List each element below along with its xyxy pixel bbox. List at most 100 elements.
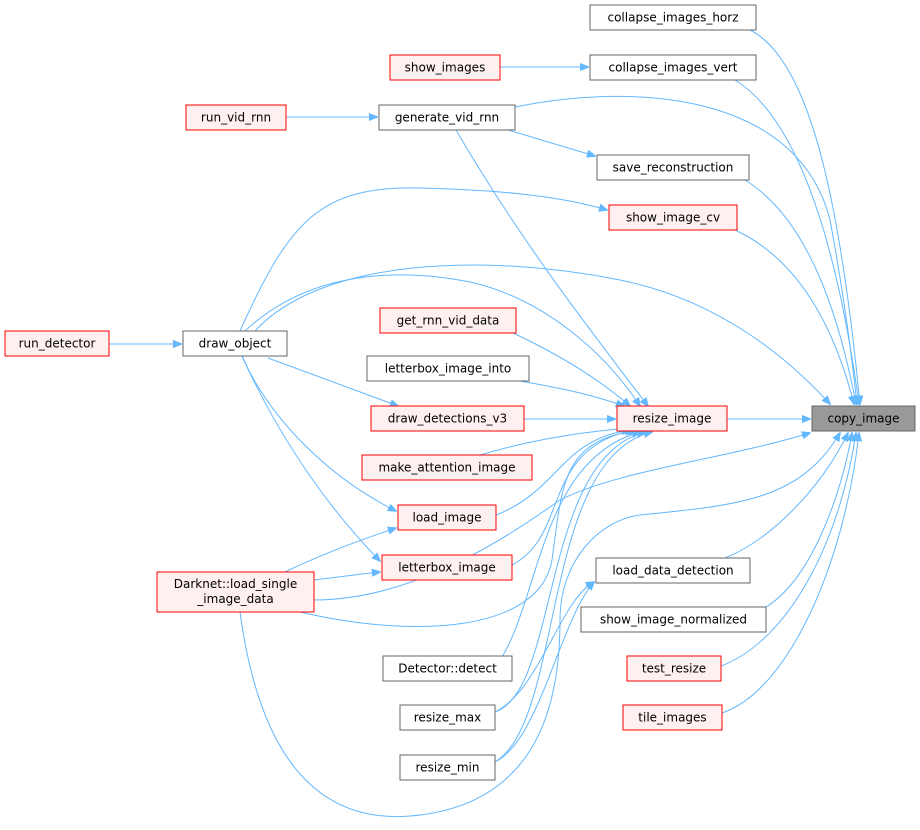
node-copy-image[interactable]: copy_image: [811, 405, 916, 432]
node-resize-max[interactable]: resize_max: [399, 704, 496, 731]
edge-draw_object-to-load_image: [241, 355, 396, 511]
edge-resize_max-to-load_data_detection: [494, 582, 594, 713]
node-label: run_vid_rnn: [201, 111, 271, 125]
node-label: collapse_images_vert: [609, 61, 738, 75]
edge-show_image_cv-to-copy_image: [734, 229, 854, 404]
edge-detector_detect-to-resize_image: [499, 432, 640, 661]
edge-draw_object-to-copy_image: [254, 264, 830, 404]
node-detector-detect[interactable]: Detector::detect: [382, 655, 513, 682]
edge-collapse_images_vert-to-copy_image: [734, 79, 859, 404]
node-darknet-load-single[interactable]: Darknet::load_single_image_data: [156, 571, 315, 613]
node-label: tile_images: [638, 711, 706, 725]
node-draw-detections-v3[interactable]: draw_detections_v3: [370, 405, 525, 432]
edge-show_image_normalized-to-copy_image: [765, 433, 852, 608]
node-letterbox-image[interactable]: letterbox_image: [381, 554, 513, 581]
node-box: [616, 405, 728, 432]
node-show-image-normalized[interactable]: show_image_normalized: [580, 606, 767, 633]
edge-darknet_load_single-to-letterbox_image: [313, 572, 380, 581]
node-label: copy_image: [827, 412, 899, 426]
node-box: [182, 330, 288, 357]
node-label: test_resize: [642, 662, 706, 676]
node-box: [397, 504, 497, 531]
node-run-vid-rnn[interactable]: run_vid_rnn: [185, 104, 287, 131]
node-label: collapse_images_horz: [607, 11, 738, 25]
node-box: [811, 405, 916, 432]
node-resize-min[interactable]: resize_min: [399, 754, 496, 781]
node-test-resize[interactable]: test_resize: [626, 655, 722, 682]
edge-tile_images-to-copy_image: [721, 433, 859, 714]
node-box: [595, 557, 751, 584]
edge-darknet_load_single-to-resize_image: [299, 431, 636, 628]
node-make-attention-image[interactable]: make_attention_image: [361, 454, 533, 481]
node-box: [185, 104, 287, 131]
node-label: generate_vid_rnn: [395, 111, 499, 125]
node-label: _image_data: [196, 592, 273, 606]
edge-resize_min-to-resize_image: [494, 432, 652, 763]
node-label: load_image: [412, 511, 481, 525]
node-box: [382, 655, 513, 682]
node-box: [580, 606, 767, 633]
node-label: show_image_cv: [626, 211, 720, 225]
edges-layer: [109, 29, 860, 817]
edge-make_attention_image-to-resize_image: [479, 428, 630, 456]
node-run-detector[interactable]: run_detector: [4, 330, 110, 357]
node-box: [399, 754, 496, 781]
node-generate-vid-rnn[interactable]: generate_vid_rnn: [378, 104, 516, 131]
edge-save_reconstruction-to-copy_image: [744, 179, 856, 404]
edge-draw_object-to-resize_image: [244, 274, 640, 406]
edge-draw_object-to-draw_detections_v3: [267, 357, 398, 406]
node-box: [596, 154, 750, 181]
node-load-data-detection[interactable]: load_data_detection: [595, 557, 751, 584]
node-label: letterbox_image_into: [385, 362, 512, 376]
edge-darknet_load_single-to-copy_image: [239, 433, 840, 817]
node-label: get_rnn_vid_data: [397, 314, 500, 328]
node-show-images[interactable]: show_images: [389, 54, 501, 81]
node-box: [378, 104, 516, 131]
node-collapse-images-horz[interactable]: collapse_images_horz: [589, 4, 757, 31]
node-collapse-images-vert[interactable]: collapse_images_vert: [589, 54, 757, 81]
node-box: [399, 704, 496, 731]
node-draw-object[interactable]: draw_object: [182, 330, 288, 357]
node-box: [379, 307, 517, 334]
edge-darknet_load_single-to-copy_image: [313, 433, 810, 601]
edge-resize_max-to-resize_image: [494, 432, 645, 713]
node-label: letterbox_image: [398, 561, 496, 575]
node-box: [381, 554, 513, 581]
node-box: [156, 571, 315, 613]
edge-draw_object-to-show_image_cv: [239, 187, 607, 332]
node-box: [361, 454, 533, 481]
node-box: [589, 4, 757, 31]
node-label: make_attention_image: [378, 461, 515, 475]
node-box: [608, 204, 738, 231]
edge-get_rnn_vid_data-to-resize_image: [512, 332, 630, 406]
node-label: show_images: [405, 61, 486, 75]
edge-load_image-to-resize_image: [495, 430, 630, 516]
node-label: Detector::detect: [398, 662, 497, 676]
edge-generate_vid_rnn-to-resize_image: [455, 129, 648, 406]
node-box: [389, 54, 501, 81]
node-show-image-cv[interactable]: show_image_cv: [608, 204, 738, 231]
node-label: save_reconstruction: [613, 161, 734, 175]
node-label: draw_object: [199, 337, 272, 351]
node-load-image[interactable]: load_image: [397, 504, 497, 531]
nodes-layer: copy_image collapse_images_horz collapse_i…: [4, 4, 916, 781]
node-box: [589, 54, 757, 81]
node-label: show_image_normalized: [600, 613, 747, 627]
node-tile-images[interactable]: tile_images: [622, 704, 723, 731]
node-label: draw_detections_v3: [388, 412, 507, 426]
node-label: Darknet::load_single: [174, 577, 297, 591]
node-box: [626, 655, 722, 682]
node-letterbox-image-into[interactable]: letterbox_image_into: [366, 355, 530, 382]
edge-generate_vid_rnn-to-save_reconstruction: [507, 129, 595, 156]
node-label: load_data_detection: [612, 564, 733, 578]
node-resize-image[interactable]: resize_image: [616, 405, 728, 432]
node-box: [366, 355, 530, 382]
node-box: [622, 704, 723, 731]
edge-letterbox_image-to-resize_image: [511, 430, 633, 566]
node-label: run_detector: [19, 337, 96, 351]
node-save-reconstruction[interactable]: save_reconstruction: [596, 154, 750, 181]
edge-collapse_images_horz-to-copy_image: [749, 29, 860, 404]
node-get-rnn-vid-data[interactable]: get_rnn_vid_data: [379, 307, 517, 334]
node-label: resize_image: [633, 412, 712, 426]
